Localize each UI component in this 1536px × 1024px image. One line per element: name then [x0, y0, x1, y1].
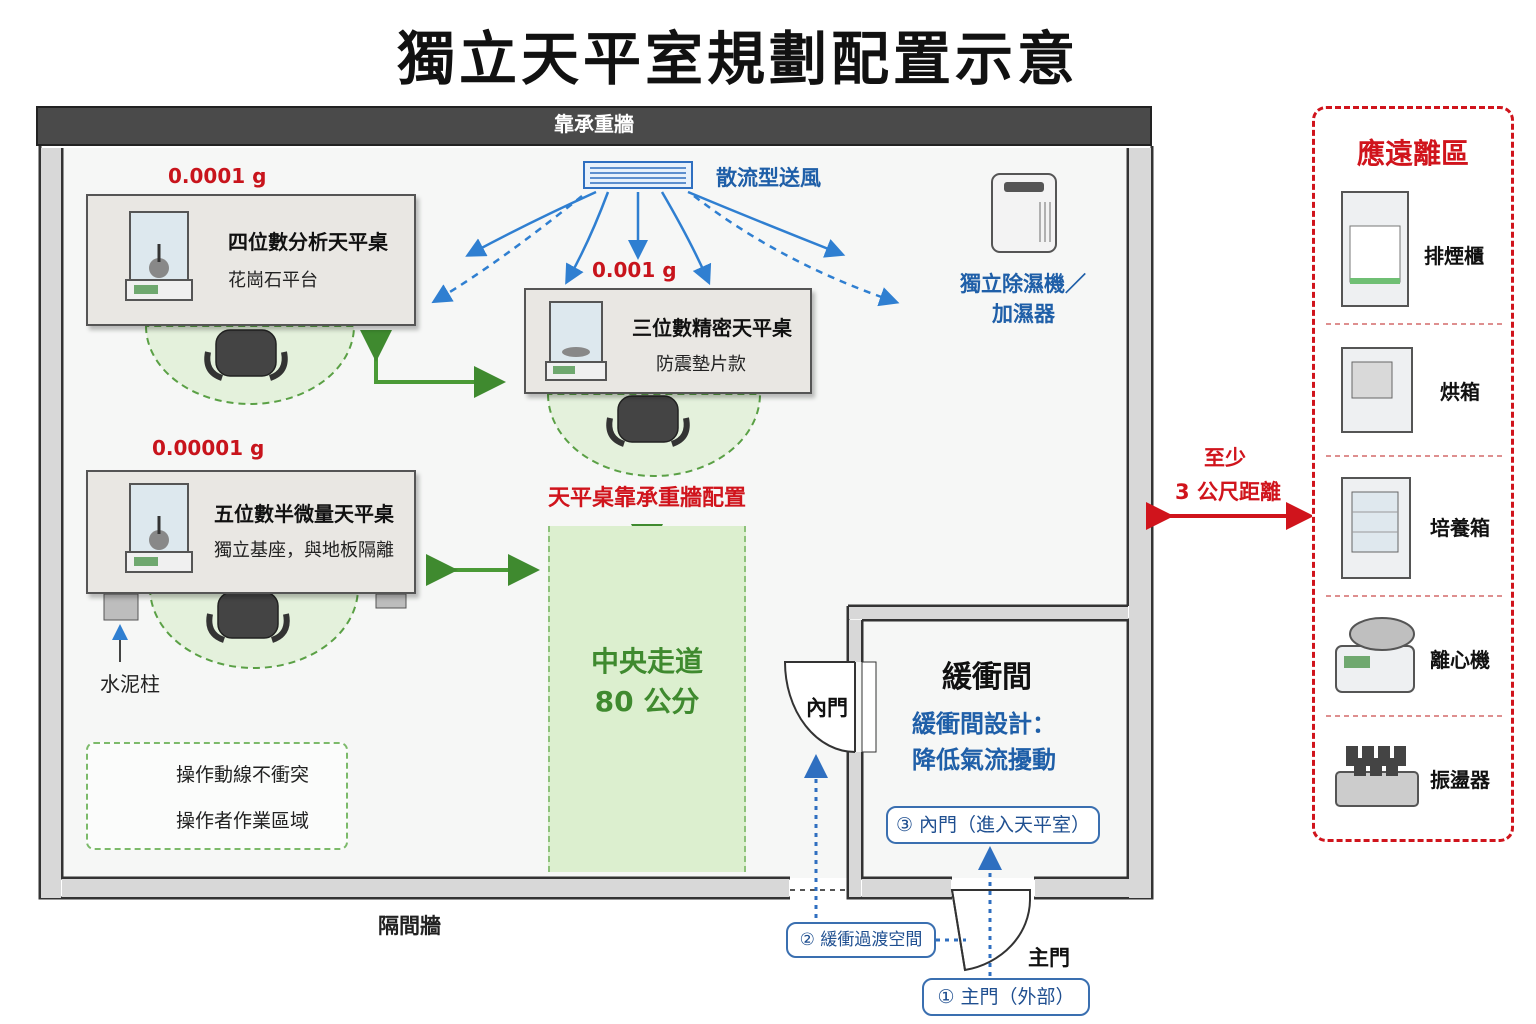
- keep-away-title: 應遠離區: [1356, 137, 1469, 170]
- bench-name: 四位數分析天平桌: [228, 230, 388, 254]
- step-inner-door: ③ 內門（進入天平室）: [886, 806, 1100, 844]
- bench-placement-note: 天平桌靠承重牆配置: [548, 486, 747, 511]
- far-item-label: 振盪器: [1430, 768, 1490, 792]
- keep-away-equipment: [1326, 191, 1502, 807]
- step-buffer-space: ② 緩衝過渡空間: [786, 922, 936, 958]
- bench-detail: 花崗石平台: [228, 270, 318, 291]
- load-bearing-wall-label: 靠承重牆: [554, 112, 634, 136]
- balance-icon: [124, 478, 196, 576]
- buffer-design-purpose: 降低氣流擾動: [912, 746, 1056, 774]
- legend-flow-label: 操作動線不衝突: [176, 764, 310, 786]
- bench-name: 三位數精密天平桌: [632, 316, 792, 340]
- buffer-room-title: 緩衝間: [942, 660, 1032, 695]
- corridor-label: 中央走道: [590, 645, 703, 678]
- bench-detail: 防震墊片款: [656, 354, 746, 375]
- bench-precision: 0.0001 g: [168, 164, 267, 188]
- dehumidifier-icon: [988, 166, 1062, 256]
- bench-precision: 0.00001 g: [152, 436, 265, 460]
- bench-name: 五位數半微量天平桌: [214, 502, 394, 526]
- central-corridor: [548, 526, 746, 872]
- distance-label-1: 至少: [1204, 446, 1246, 470]
- corridor-width: 80 公分: [594, 685, 700, 718]
- page-title: 獨立天平室規劃配置示意: [396, 25, 1079, 93]
- balance-icon: [124, 206, 196, 304]
- dehumidifier-label-2: 加濕器: [992, 302, 1055, 326]
- step-main-door: ① 主門（外部）: [922, 978, 1090, 1016]
- shaker-icon: [1335, 746, 1419, 807]
- keep-away-zone: [1312, 106, 1514, 842]
- far-item-label: 培養箱: [1430, 516, 1490, 540]
- pillar-label: 水泥柱: [100, 672, 160, 696]
- incubator-icon: [1341, 477, 1411, 579]
- legend: [86, 742, 348, 850]
- fume-hood-icon: [1341, 191, 1409, 307]
- legend-zone-label: 操作者作業區域: [176, 810, 310, 832]
- dehumidifier-label-1: 獨立除濕機／: [960, 272, 1086, 296]
- main-door-label: 主門: [1028, 946, 1070, 970]
- far-item-label: 離心機: [1430, 648, 1490, 672]
- partition-wall-label: 隔間牆: [378, 914, 441, 938]
- distance-label-2: 3 公尺距離: [1175, 480, 1281, 504]
- bench-precision: 0.001 g: [592, 258, 677, 282]
- inner-door-label: 內門: [806, 696, 848, 720]
- load-bearing-wall: [36, 106, 1152, 146]
- bench-detail: 獨立基座，與地板隔離: [214, 540, 394, 561]
- balance-icon: [544, 296, 608, 384]
- far-item-label: 排煙櫃: [1424, 244, 1484, 268]
- oven-icon: [1341, 347, 1413, 433]
- centrifuge-icon: [1335, 617, 1415, 693]
- buffer-design-label: 緩衝間設計：: [912, 710, 1056, 738]
- airflow-label: 散流型送風: [716, 166, 821, 190]
- far-item-label: 烘箱: [1440, 380, 1480, 404]
